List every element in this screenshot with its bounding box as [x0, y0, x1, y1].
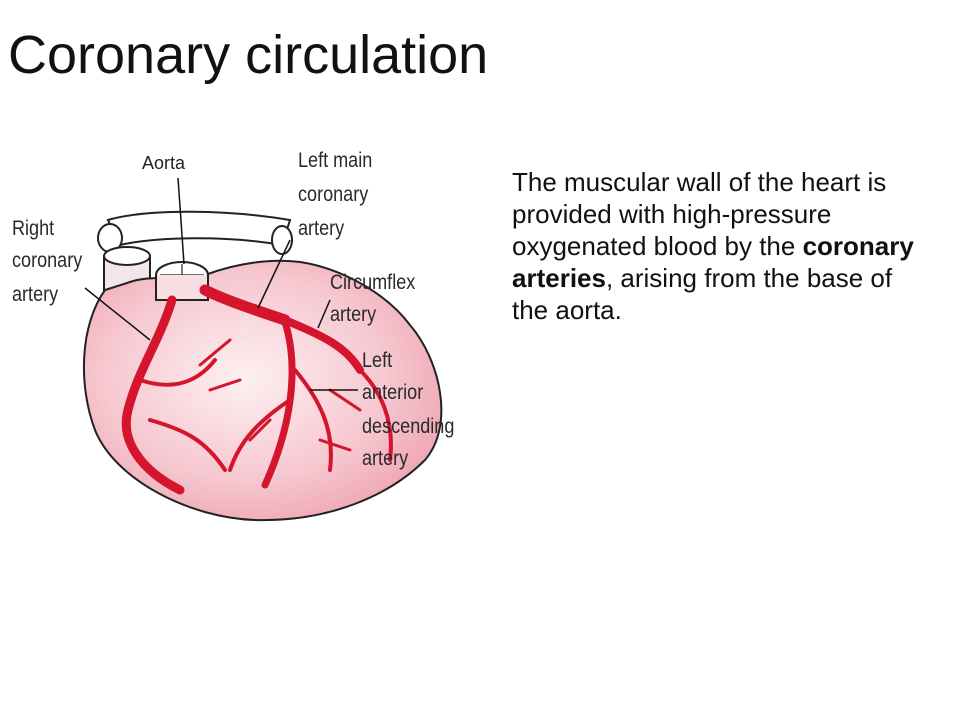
label-right-3: artery	[12, 283, 59, 306]
label-aorta: Aorta	[142, 153, 186, 173]
label-left-main-2: coronary	[298, 183, 369, 206]
label-right-2: coronary	[12, 249, 83, 272]
label-circumflex-2: artery	[330, 303, 377, 326]
label-left-main-1: Left main	[298, 149, 373, 172]
page-title: Coronary circulation	[8, 25, 489, 85]
label-leaders	[84, 177, 358, 391]
description-bold: coronary arteries	[512, 231, 914, 293]
label-lad-1: Left	[362, 349, 393, 372]
aorta-opening	[155, 261, 209, 301]
label-lad-3: descending	[362, 415, 455, 438]
label-left-main-3: artery	[298, 217, 345, 240]
label-circumflex-1: Circumflex	[330, 271, 416, 294]
label-right-1: Right	[12, 217, 55, 240]
heart-diagram: Aorta Left main coronary artery Right co…	[0, 140, 490, 540]
coronary-arteries	[121, 284, 393, 495]
label-lad-4: artery	[362, 447, 409, 470]
description-part1: The muscular wall of the heart is provid…	[512, 167, 887, 261]
heart-illustration	[82, 177, 443, 522]
heart-body	[82, 259, 443, 522]
label-lad-2: anterior	[362, 381, 424, 404]
description-text: The muscular wall of the heart is provid…	[512, 166, 932, 326]
description-part2: , arising from the base of the aorta.	[512, 263, 893, 325]
